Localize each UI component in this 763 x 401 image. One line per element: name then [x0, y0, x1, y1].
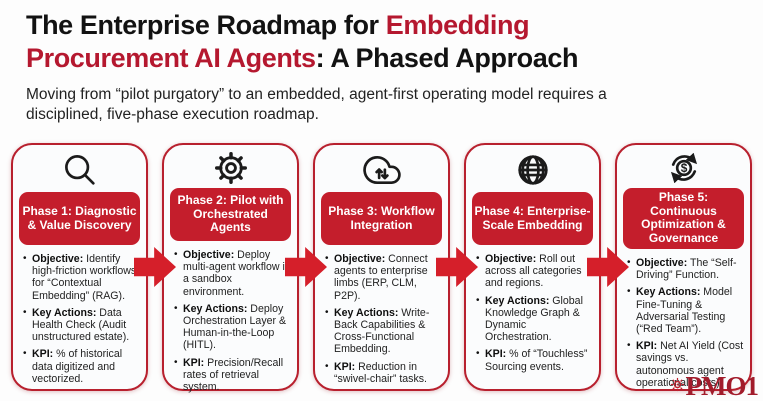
bullet-text: The “Self-Driving” Function.: [636, 256, 737, 282]
bullet-lead: Key Actions:: [183, 302, 248, 315]
bullet-item: Objective: Roll out across all categorie…: [474, 253, 594, 290]
bullet-text: Identify high-friction workflows for “Co…: [32, 253, 137, 302]
bullet-text: Global Knowledge Graph & Dynamic Orchest…: [485, 294, 583, 344]
bullet-item: Key Actions: Model Fine-Tuning & Adversa…: [625, 286, 745, 335]
bullet-item: Objective: Deploy multi-agent workflow i…: [172, 249, 292, 298]
page-subtitle: Moving from “pilot purgatory” to an embe…: [26, 86, 607, 123]
bullet-lead: KPI:: [32, 348, 54, 361]
bullet-text: % of “Touchless” Sourcing events.: [485, 348, 588, 373]
bullet-item: Key Actions: Deploy Orchestration Layer …: [172, 303, 292, 352]
phase-5-title: Phase 5: Continuous Optimization & Gover…: [623, 188, 744, 249]
bullet-text: Deploy multi-agent workflow in a sandbox…: [183, 249, 291, 298]
bullet-text: Reduction in “swivel-chair” tasks.: [334, 360, 428, 385]
title-line1: The Enterprise Roadmap for Embedding: [26, 9, 739, 42]
bullet-lead: Objective:: [32, 253, 84, 265]
page-header: The Enterprise Roadmap for Embedding Pro…: [0, 0, 763, 124]
phase-4-card: Phase 4: Enterprise-Scale Embedding Obje…: [464, 143, 601, 391]
bullet-item: Key Actions: Data Health Check (Audit un…: [21, 307, 141, 344]
phase-3-title: Phase 3: Workflow Integration: [321, 192, 442, 245]
globe-icon: [466, 149, 599, 191]
phase-2-bullets: Objective: Deploy multi-agent workflow i…: [164, 241, 297, 393]
bullet-lead: KPI:: [334, 360, 356, 373]
phase-5-card: $ Phase 5: Continuous Optimization & Gov…: [615, 143, 752, 391]
title-text-black: : A Phased Approach: [315, 43, 579, 73]
phase-1-bullets: Objective: Identify high-friction workfl…: [13, 245, 146, 385]
arrow-gap: [587, 143, 629, 391]
arrow-gap: [436, 143, 478, 391]
bullet-item: Key Actions: Write-Back Capabilities & C…: [323, 307, 443, 356]
title-text-red: Embedding: [385, 10, 530, 40]
bullet-item: KPI: Net AI Yield (Cost savings vs. auto…: [625, 340, 745, 389]
bullet-lead: KPI:: [636, 340, 658, 353]
arrow-gap: [134, 143, 176, 391]
bullet-item: KPI: Reduction in “swivel-chair” tasks.: [323, 361, 443, 385]
bullet-lead: KPI:: [183, 356, 205, 369]
bullet-lead: Key Actions:: [636, 286, 701, 299]
phase-4-title: Phase 4: Enterprise-Scale Embedding: [472, 192, 593, 245]
bullet-lead: Objective:: [485, 253, 537, 265]
cloud-sync-icon: [315, 149, 448, 191]
bullet-lead: Key Actions:: [334, 306, 399, 319]
bullet-lead: Objective:: [636, 256, 688, 269]
page-title: The Enterprise Roadmap for Embedding Pro…: [26, 9, 739, 75]
phase-5-bullets: Objective: The “Self-Driving” Function. …: [617, 249, 750, 389]
bullet-text: Deploy Orchestration Layer & Human-in-th…: [183, 302, 287, 352]
phase-3-bullets: Objective: Connect agents to enterprise …: [315, 245, 448, 385]
bullet-item: Objective: Identify high-friction workfl…: [21, 253, 141, 302]
arrow-gap: [285, 143, 327, 391]
phase-4-bullets: Objective: Roll out across all categorie…: [466, 245, 599, 373]
dollar-refresh-icon: $: [617, 149, 750, 187]
phase-3-card: Phase 3: Workflow Integration Objective:…: [313, 143, 450, 391]
bullet-text: Model Fine-Tuning & Adversarial Testing …: [636, 286, 733, 335]
phase-2-card: Phase 2: Pilot with Orchestrated Agents …: [162, 143, 299, 393]
bullet-text: % of historical data digitized and vecto…: [32, 348, 123, 385]
bullet-text: Connect agents to enterprise limbs (ERP,…: [334, 253, 428, 302]
phase-2-title: Phase 2: Pilot with Orchestrated Agents: [170, 188, 291, 241]
svg-text:$: $: [680, 161, 687, 175]
bullet-text: Data Health Check (Audit unstructured es…: [32, 306, 130, 344]
bullet-item: KPI: % of historical data digitized and …: [21, 348, 141, 385]
bullet-lead: Key Actions:: [485, 294, 550, 307]
bullet-item: Key Actions: Global Knowledge Graph & Dy…: [474, 295, 594, 344]
bullet-lead: Objective:: [183, 249, 235, 261]
bullet-text: Net AI Yield (Cost savings vs. autonomou…: [636, 340, 744, 389]
title-text-red: Procurement AI Agents: [26, 43, 316, 73]
phase-1-title: Phase 1: Diagnostic & Value Discovery: [19, 192, 140, 245]
bullet-lead: Objective:: [334, 253, 386, 265]
bullet-text: Precision/Recall rates of retrieval syst…: [183, 356, 284, 394]
pmo1-logo: PMO1: [670, 371, 759, 401]
phase-cards-row: Phase 1: Diagnostic & Value Discovery Ob…: [0, 143, 763, 393]
bullet-item: Objective: Connect agents to enterprise …: [323, 253, 443, 302]
logo-text: PMO1: [685, 371, 759, 401]
bullet-item: KPI: Precision/Recall rates of retrieval…: [172, 357, 292, 394]
search-icon: [13, 149, 146, 191]
bullet-item: KPI: % of “Touchless” Sourcing events.: [474, 348, 594, 372]
sun-badge-icon: [670, 377, 685, 397]
title-text-black: The Enterprise Roadmap for: [26, 10, 386, 40]
bullet-text: Roll out across all categories and regio…: [485, 253, 582, 290]
phase-1-card: Phase 1: Diagnostic & Value Discovery Ob…: [11, 143, 148, 391]
bullet-lead: Key Actions:: [32, 306, 97, 319]
gear-icon: [164, 149, 297, 187]
title-line2: Procurement AI Agents: A Phased Approach: [26, 42, 739, 75]
bullet-item: Objective: The “Self-Driving” Function.: [625, 257, 745, 281]
bullet-lead: KPI:: [485, 348, 507, 361]
bullet-text: Write-Back Capabilities & Cross-Function…: [334, 306, 430, 356]
